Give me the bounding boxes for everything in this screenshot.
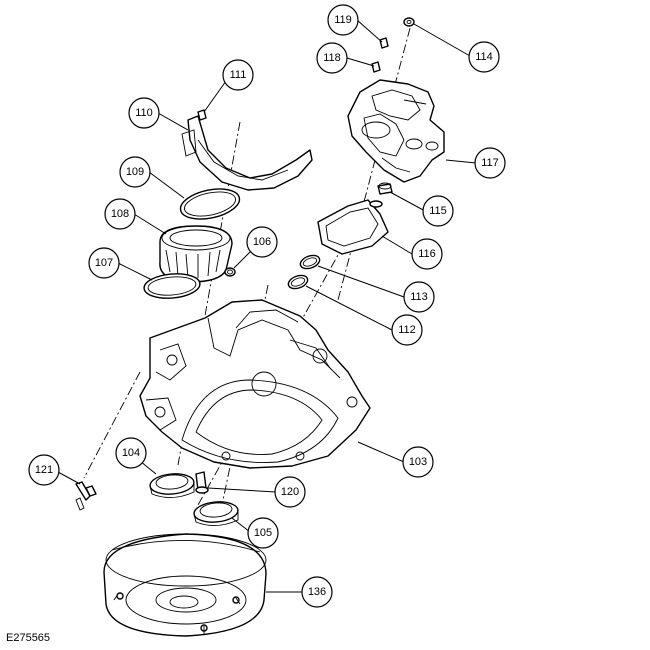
- callout-label-105: 105: [254, 527, 272, 539]
- snap-ring-113: [299, 254, 321, 270]
- bolt-111: [197, 109, 207, 121]
- dowel-pin-119: [379, 37, 389, 49]
- seal-104: [149, 473, 195, 498]
- callout-label-136: 136: [308, 586, 326, 598]
- callout-label-120: 120: [281, 486, 299, 498]
- callout-119: 119: [327, 4, 359, 36]
- callout-label-104: 104: [122, 447, 140, 459]
- band-bracket-110: [181, 115, 313, 191]
- callout-label-114: 114: [475, 51, 493, 63]
- callout-label-116: 116: [418, 248, 436, 260]
- callout-115: 115: [422, 195, 454, 227]
- transmission-case: [139, 299, 371, 469]
- stud-121: [75, 481, 97, 511]
- callout-136: 136: [301, 576, 333, 608]
- filter-116: [317, 199, 389, 255]
- callout-label-112: 112: [398, 324, 416, 336]
- callout-104: 104: [115, 437, 147, 469]
- callout-111: 111: [222, 59, 254, 91]
- seal-105: [193, 501, 239, 526]
- callout-label-103: 103: [409, 456, 427, 468]
- callout-label-107: 107: [95, 257, 113, 269]
- callout-label-111: 111: [230, 69, 247, 81]
- plug-106: [224, 267, 236, 277]
- callout-109: 109: [119, 156, 151, 188]
- callout-110: 110: [128, 97, 160, 129]
- callout-117: 117: [474, 147, 506, 179]
- callout-label-106: 106: [253, 236, 271, 248]
- callout-118: 118: [316, 42, 348, 74]
- split-ring-109: [179, 188, 241, 220]
- callout-label-109: 109: [126, 166, 144, 178]
- filter-seal-115: [377, 182, 393, 195]
- torque-converter-136: [103, 533, 267, 637]
- bolt-120: [195, 471, 209, 494]
- callout-103: 103: [402, 446, 434, 478]
- snap-ring-112: [287, 274, 309, 290]
- snap-ring-107: [143, 273, 201, 299]
- callout-label-117: 117: [481, 157, 499, 169]
- callout-label-121: 121: [35, 464, 53, 476]
- callout-label-119: 119: [334, 14, 352, 26]
- callout-label-113: 113: [410, 291, 428, 303]
- main-control-valve-body: [347, 79, 445, 183]
- callout-label-108: 108: [111, 208, 129, 220]
- callout-label-110: 110: [135, 107, 153, 119]
- callout-121: 121: [28, 454, 60, 486]
- callout-106: 106: [246, 226, 278, 258]
- figure-code: E275565: [6, 632, 50, 644]
- seal-114: [403, 17, 415, 27]
- callout-114: 114: [468, 41, 500, 73]
- callout-label-118: 118: [323, 52, 341, 64]
- dowel-pin-118: [371, 61, 381, 73]
- callout-113: 113: [403, 281, 435, 313]
- callout-120: 120: [274, 476, 306, 508]
- callout-label-115: 115: [429, 205, 447, 217]
- callout-116: 116: [411, 238, 443, 270]
- callout-105: 105: [247, 517, 279, 549]
- callout-112: 112: [391, 314, 423, 346]
- callout-107: 107: [88, 247, 120, 279]
- callout-108: 108: [104, 198, 136, 230]
- leader-lines: [57, 19, 477, 593]
